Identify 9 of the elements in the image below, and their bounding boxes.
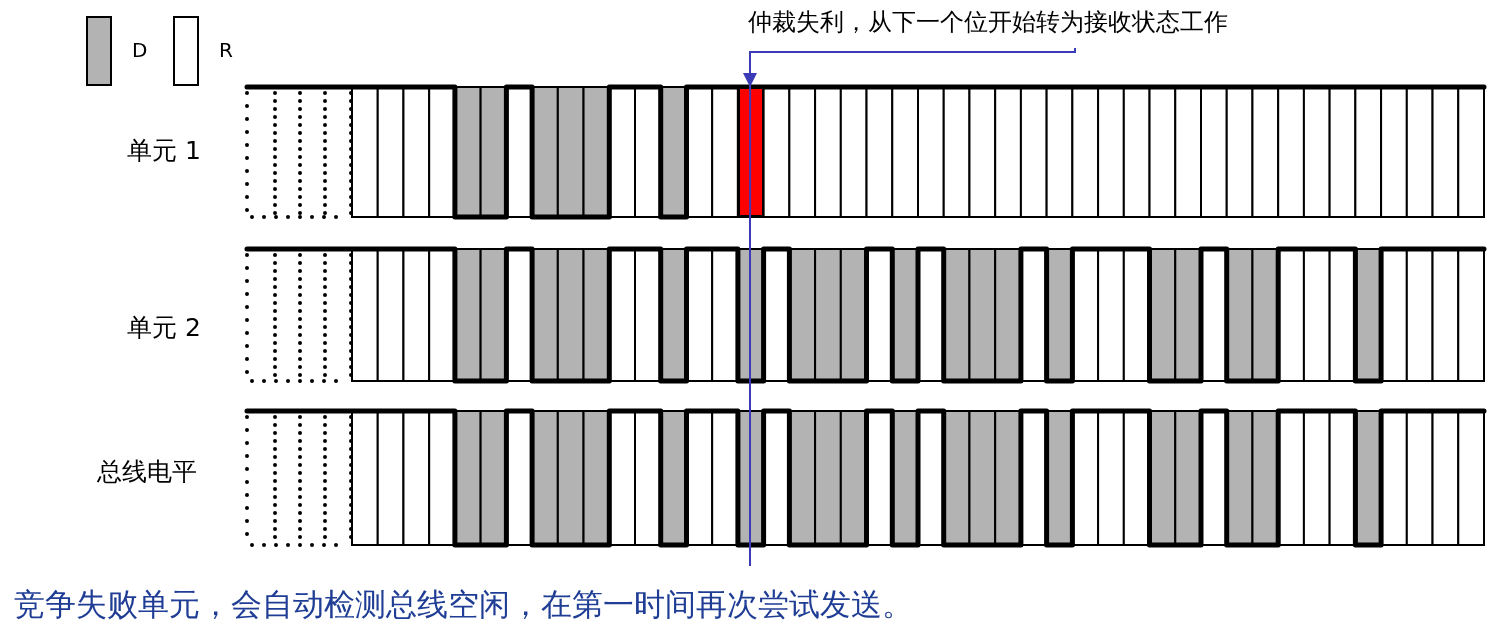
- lost-arbitration-bit: [737, 87, 764, 217]
- row-label: 总线电平: [97, 456, 197, 488]
- caption: 竞争失败单元，会自动检测总线空闲，在第一时间再次尝试发送。: [14, 585, 913, 624]
- legend-label: D: [132, 38, 148, 62]
- row-label: 单元 2: [127, 312, 201, 344]
- annotation-text: 仲裁失利，从下一个位开始转为接收状态工作: [748, 8, 1228, 36]
- row-label: 单元 1: [127, 135, 201, 167]
- legend-label: R: [219, 38, 233, 62]
- leader-line: [743, 47, 1076, 88]
